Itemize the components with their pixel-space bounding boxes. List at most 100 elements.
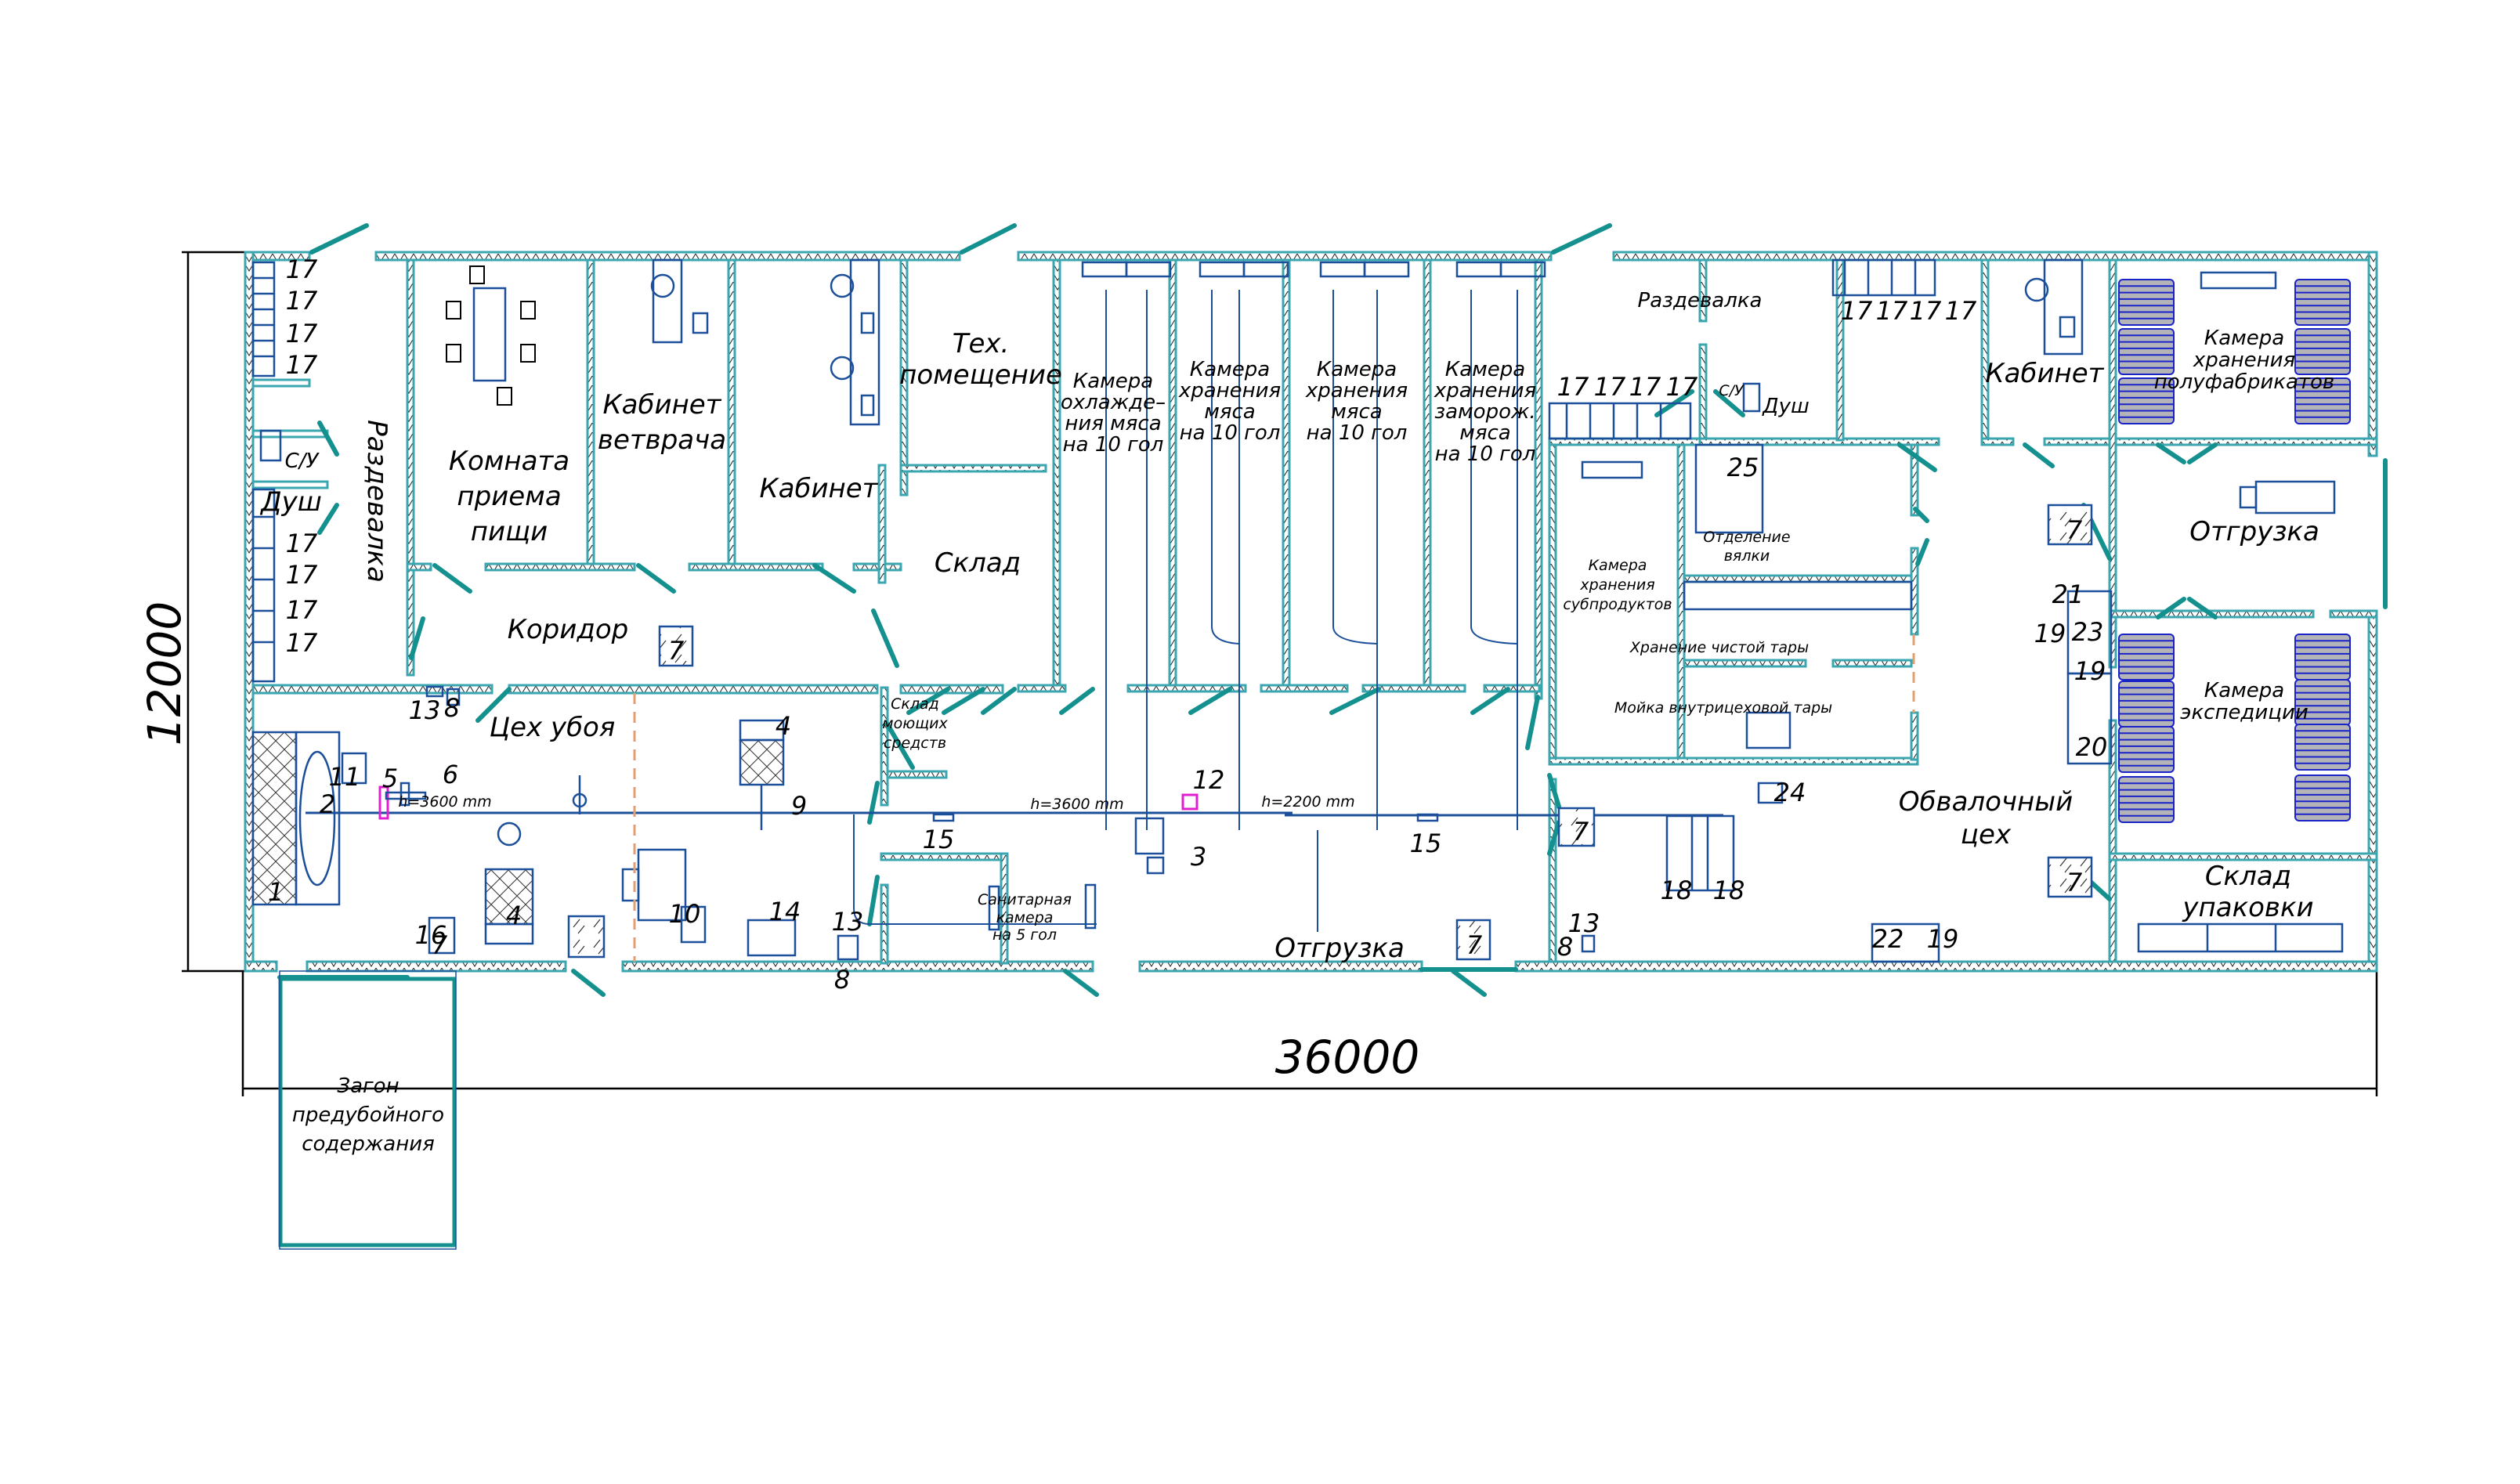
height-dimension-label: 12000: [138, 601, 191, 746]
office-desks: [650, 258, 2084, 426]
label-office-right: Кабинет: [1986, 358, 2105, 389]
label-vet-office-1: Кабинет: [603, 389, 722, 421]
num-18: 18: [1661, 876, 1693, 905]
num-17: 17: [286, 628, 318, 658]
label-offal-1: Камера: [1589, 557, 1647, 574]
num-22: 22: [1872, 924, 1904, 954]
pallet-stack: [2294, 774, 2351, 821]
dimension-width: 36000: [241, 962, 2378, 1096]
label-deboning-2: цех: [1961, 819, 2012, 850]
label-pen-2: предубойного: [292, 1103, 444, 1127]
equipment-numbers: 17 17 17 17 17 17 17 17 17 17 17 17 17 1…: [268, 255, 2108, 995]
label-packaging-2: упаковки: [2182, 892, 2313, 923]
label-curing-1: Отделение: [1703, 529, 1790, 546]
label-dining-2: приема: [457, 481, 561, 512]
label-frozen-3: заморож.: [1434, 400, 1535, 424]
label-cooling-4: на 10 гол: [1063, 433, 1164, 457]
num-8: 8: [444, 693, 460, 723]
label-cooling-2: охлажде–: [1061, 391, 1166, 414]
pallet-stack: [2294, 279, 2351, 326]
lockers-left: [251, 261, 276, 683]
num-3: 3: [1191, 842, 1206, 872]
label-slaughter: Цех убоя: [490, 712, 616, 743]
label-cooling-3: ния мяса: [1065, 412, 1161, 435]
label-detergent-3: средств: [884, 735, 946, 752]
label-expedition-2: экспедиции: [2180, 701, 2308, 724]
label-curing-2: вялки: [1724, 547, 1770, 565]
num-9: 9: [791, 791, 807, 821]
label-office-left: Кабинет: [760, 473, 879, 504]
num-4-top: 4: [776, 711, 791, 741]
num-15: 15: [1410, 829, 1442, 858]
pre-slaughter-pen: [278, 970, 457, 1250]
num-7: 7: [2066, 868, 2083, 897]
num-7: 7: [432, 930, 448, 960]
label-storage2-4: на 10 гол: [1307, 421, 1408, 445]
interior-walls: [251, 258, 2378, 965]
num-14: 14: [769, 897, 801, 926]
num-17: 17: [1910, 296, 1942, 326]
label-frozen-4: мяса: [1459, 421, 1510, 445]
num-17: 17: [286, 319, 318, 348]
label-dush-left: Душ: [259, 486, 322, 518]
num-19: 19: [2074, 656, 2106, 686]
room-labels: Раздевалка С/У Душ Комната приема пищи К…: [259, 289, 2334, 1156]
label-sanitary-1: Санитарная: [978, 891, 1072, 908]
label-dush-right: Душ: [1762, 395, 1810, 418]
label-tech-room-1: Тех.: [953, 328, 1010, 359]
pallet-stack: [2118, 328, 2175, 375]
num-17: 17: [286, 595, 318, 625]
num-21: 21: [2052, 580, 2084, 609]
label-razdevalka-left: Раздевалка: [361, 420, 392, 583]
num-15: 15: [923, 825, 955, 854]
rail-height-left: h=3600 mm: [398, 793, 491, 811]
num-17: 17: [1666, 372, 1698, 402]
label-cooling-1: Камера: [1073, 370, 1153, 393]
num-7: 7: [1466, 930, 1483, 960]
num-17: 17: [286, 286, 318, 316]
label-storage1-4: на 10 гол: [1180, 421, 1281, 445]
label-storage2-1: Камера: [1317, 358, 1397, 381]
num-5: 5: [382, 764, 398, 793]
label-shipping-center: Отгрузка: [1274, 933, 1405, 964]
num-11: 11: [329, 762, 361, 792]
num-17: 17: [286, 529, 318, 558]
num-17: 17: [286, 255, 318, 284]
label-semi-2: хранения: [2193, 348, 2295, 372]
num-18: 18: [1713, 876, 1745, 905]
num-17: 17: [1594, 372, 1626, 402]
label-semi-3: полуфабрикатов: [2154, 370, 2335, 394]
num-17: 17: [286, 560, 318, 590]
num-4-bottom: 4: [506, 901, 522, 930]
num-17: 17: [286, 350, 318, 380]
pallet-stack: [2294, 377, 2351, 424]
label-sanitary-3: на 5 гол: [992, 926, 1057, 944]
num-19: 19: [2034, 619, 2066, 648]
num-17: 17: [1629, 372, 1661, 402]
num-17: 17: [1876, 296, 1908, 326]
label-deboning-1: Обвалочный: [1899, 786, 2073, 818]
pallet-stack: [2294, 724, 2351, 771]
rail-height-middle: h=3600 mm: [1030, 796, 1123, 813]
num-7: 7: [2066, 515, 2083, 545]
label-sklad: Склад: [935, 547, 1021, 579]
num-2: 2: [320, 789, 335, 819]
num-17: 17: [1945, 296, 1977, 326]
label-tech-room-2: помещение: [899, 359, 1062, 391]
label-storage1-2: хранения: [1178, 379, 1281, 403]
label-packaging-1: Склад: [2205, 861, 2291, 892]
num-6: 6: [443, 760, 458, 789]
fixtures: [259, 382, 2093, 961]
label-storage1-3: мяса: [1204, 400, 1255, 424]
label-offal-2: хранения: [1579, 576, 1654, 594]
label-sanitary-2: камера: [996, 909, 1054, 926]
num-19: 19: [1927, 924, 1959, 954]
right-equipment: [1548, 258, 2344, 963]
num-7: 7: [668, 636, 685, 666]
label-dining-1: Комната: [449, 446, 569, 477]
conveyor-rail: [306, 811, 1723, 930]
num-23: 23: [2072, 617, 2104, 647]
dining-table: [446, 265, 536, 406]
doors[interactable]: [277, 223, 2388, 997]
